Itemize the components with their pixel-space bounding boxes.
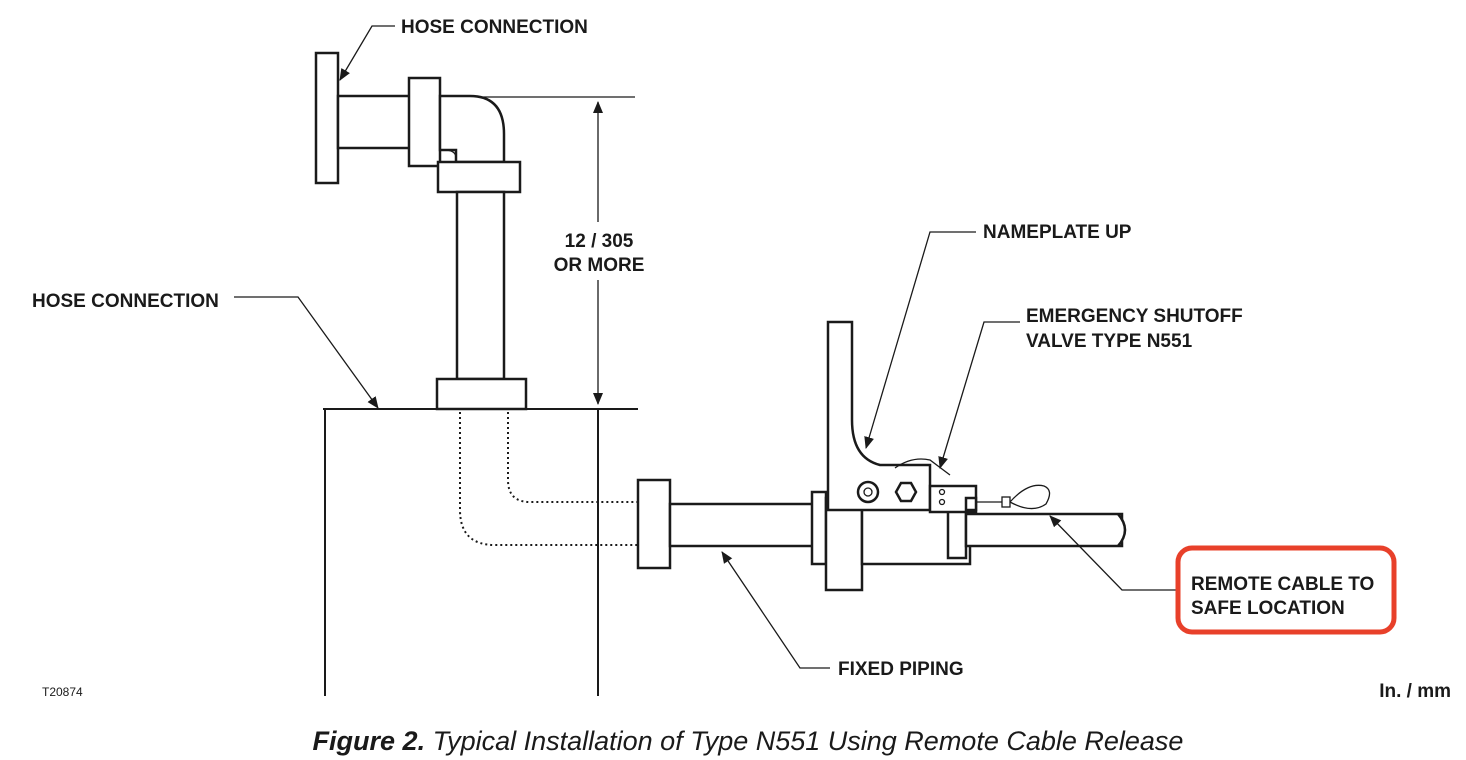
nameplate-up-label: NAMEPLATE UP [983, 222, 1132, 243]
fixed-piping [636, 478, 817, 570]
hose-connection-left-label: HOSE CONNECTION [32, 291, 219, 312]
remote-cable-label-line2: SAFE LOCATION [1191, 598, 1345, 619]
tank-outline [323, 408, 638, 696]
figure-caption: Figure 2. Typical Installation of Type N… [313, 726, 1184, 756]
shutoff-valve [810, 320, 978, 592]
drawing-id: T20874 [42, 685, 83, 699]
dimension-label-line2: OR MORE [554, 255, 645, 276]
hidden-piping [459, 412, 638, 546]
figure-caption-text: Typical Installation of Type N551 Using … [425, 726, 1183, 756]
remote-cable [964, 484, 1127, 548]
dimension-indicator [478, 96, 635, 405]
hose-connection-top-label: HOSE CONNECTION [401, 17, 588, 38]
highlight-box [1175, 545, 1397, 635]
fixed-piping-label: FIXED PIPING [838, 659, 964, 680]
valve-label-line2: VALVE TYPE N551 [1026, 331, 1193, 352]
valve-label-line1: EMERGENCY SHUTOFF [1026, 306, 1243, 327]
label-leaders [234, 25, 1178, 669]
remote-cable-callout: REMOTE CABLE TO SAFE LOCATION [1175, 545, 1397, 635]
remote-cable-label-line1: REMOTE CABLE TO [1191, 574, 1374, 595]
figure-caption-prefix: Figure 2. [313, 726, 426, 756]
dimension-label-line1: 12 / 305 [565, 231, 634, 252]
hose-riser [314, 51, 528, 411]
units-label: In. / mm [1379, 681, 1451, 702]
